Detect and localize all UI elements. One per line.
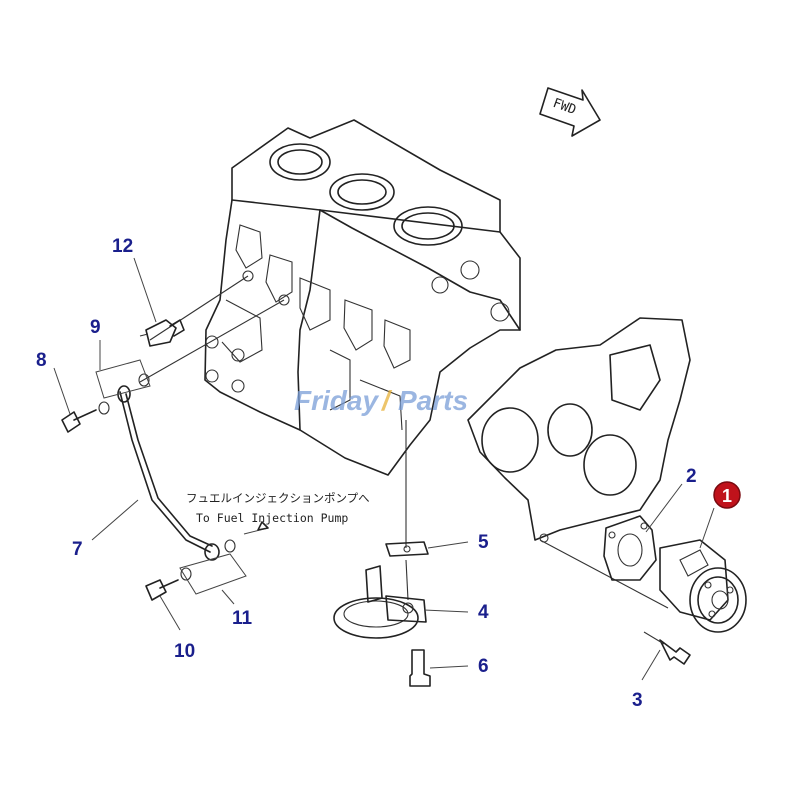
callout-leaders	[53, 257, 715, 681]
callout-1-highlight: 1	[713, 481, 741, 509]
washer-bracket-9	[95, 359, 151, 399]
callout-11: 11	[232, 608, 253, 629]
callout-4: 4	[478, 602, 489, 623]
oil-strainer	[333, 565, 427, 639]
callout-2: 2	[686, 466, 697, 487]
callout-7: 7	[72, 539, 83, 560]
washer-bracket-11	[179, 553, 247, 595]
callout-8: 8	[36, 350, 47, 371]
svg-text:/: /	[380, 385, 393, 416]
callout-9: 9	[90, 317, 101, 338]
note-english: To Fuel Injection Pump	[196, 511, 348, 525]
gear-case-plate	[467, 317, 691, 543]
callout-1: 1	[722, 486, 732, 506]
fuel-pipe	[117, 385, 220, 561]
callout-10: 10	[174, 641, 195, 662]
forward-arrow-icon: FWD	[539, 87, 601, 137]
gasket	[603, 515, 657, 581]
note-japanese: フュエルインジェクションポンプへ	[186, 491, 370, 505]
callout-5: 5	[478, 532, 489, 553]
bolt	[643, 631, 691, 665]
eye-bolt-upper	[61, 373, 150, 433]
pressure-switch	[139, 319, 185, 347]
oil-pump	[659, 539, 747, 633]
watermark-text-b: Parts	[398, 385, 468, 416]
strainer-gasket	[385, 541, 429, 557]
engine-block	[204, 119, 521, 476]
watermark-text-a: Friday	[294, 385, 379, 416]
eye-bolt-lower	[145, 539, 236, 601]
fwd-label: FWD	[551, 96, 578, 118]
guide-lines	[139, 275, 669, 609]
strainer-bolt	[409, 649, 431, 687]
callout-6: 6	[478, 656, 489, 677]
watermark-logo: Friday / Parts	[294, 385, 468, 416]
callout-12: 12	[112, 236, 133, 257]
callout-3: 3	[632, 690, 643, 711]
